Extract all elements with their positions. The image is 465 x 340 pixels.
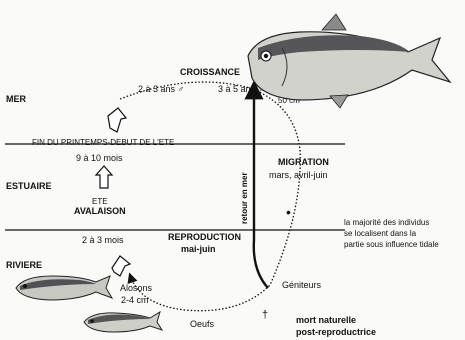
growth-age-left: 2 à 3 ans ♂ — [138, 84, 184, 94]
spawners-label: Géniteurs — [282, 280, 322, 290]
migration-period: mars, avril-juin — [269, 170, 328, 180]
age-9-10-months: 9 à 10 mois — [76, 153, 123, 163]
zone-sea-label: MER — [6, 94, 27, 104]
post-reproductive-label: post-reproductrice — [296, 327, 376, 337]
summer-label: ETE — [92, 197, 108, 206]
eggs-label: Oeufs — [190, 319, 215, 329]
cycle-loop — [120, 82, 300, 311]
reproduction-label: REPRODUCTION — [168, 232, 241, 242]
up-arrow-open-icon — [112, 256, 130, 276]
reproduction-period: mai-juin — [181, 244, 216, 254]
natural-death-label: mort naturelle — [296, 315, 356, 325]
tidal-bullet: • — [286, 204, 291, 220]
up-arrow-open-icon — [108, 108, 126, 132]
alosons-size: 2-4 cm — [121, 295, 149, 305]
growth-label: CROISSANCE — [180, 67, 240, 77]
return-to-sea-label: retour en mer — [240, 172, 249, 224]
juvenile-fish-icon — [16, 276, 112, 300]
avalaison-label: AVALAISON — [74, 206, 126, 216]
adult-fish-icon — [248, 14, 450, 108]
age-2-3-months: 2 à 3 mois — [82, 235, 124, 245]
spring-summer-label: FIN DU PRINTEMPS-DEBUT DE L'ETE — [32, 138, 174, 147]
tidal-note-line2: se localisent dans la — [344, 229, 417, 238]
zone-river-label: RIVIERE — [6, 260, 42, 270]
tidal-note-line3: partie sous influence tidale — [344, 240, 439, 249]
zone-estuary-label: ESTUAIRE — [6, 181, 52, 191]
migration-label: MIGRATION — [278, 157, 329, 167]
dagger-icon: † — [262, 309, 268, 321]
alosons-label: Alosons — [120, 283, 153, 293]
return-path — [254, 85, 268, 288]
aloson-fish-icon — [84, 312, 162, 332]
tidal-note-line1: la majorité des individus — [344, 218, 429, 227]
up-arrow-open-icon — [96, 166, 112, 188]
